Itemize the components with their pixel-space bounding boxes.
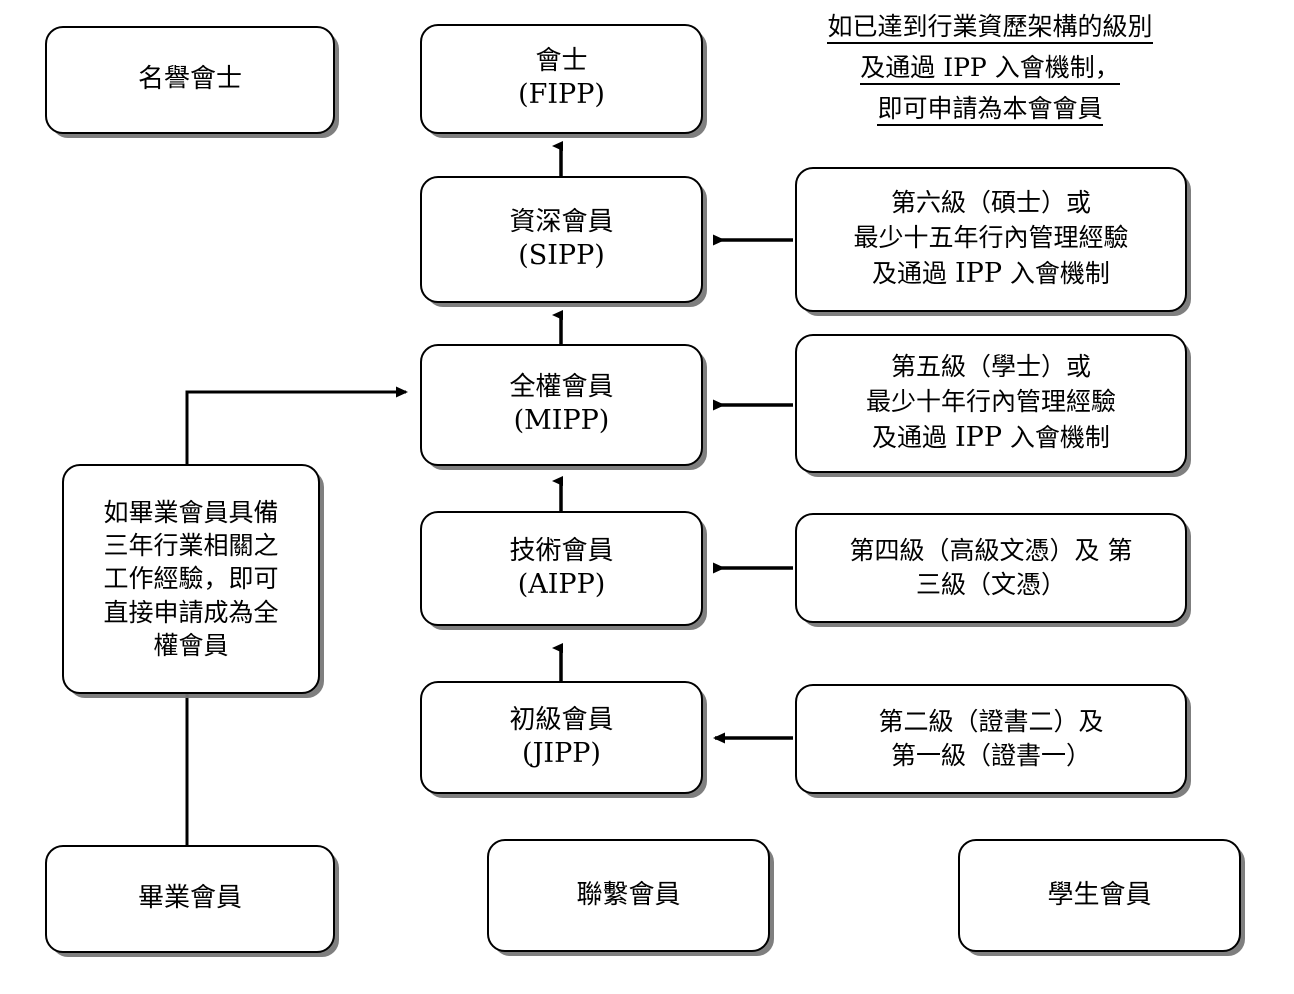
node-graduate-member-label: 畢業會員 xyxy=(137,883,242,914)
node-technical-member-label: 技術會員 (AIPP) xyxy=(509,535,614,600)
node-honorary-fellow[interactable]: 名譽會士 xyxy=(45,26,335,134)
node-technical-member[interactable]: 技術會員 (AIPP) xyxy=(420,511,703,626)
connector-note-to-full xyxy=(185,386,408,466)
node-req-level-two[interactable]: 第二級（證書二）及 第一級（證書一） xyxy=(795,684,1187,794)
node-fellow-label: 會士 (FIPP) xyxy=(518,46,605,111)
node-full-member[interactable]: 全權會員 (MIPP) xyxy=(420,344,703,466)
node-graduate-note[interactable]: 如畢業會員具備 三年行業相關之 工作經驗，即可 直接申請成為全 權會員 xyxy=(62,464,320,694)
node-full-member-label: 全權會員 (MIPP) xyxy=(509,372,614,437)
node-req-level-four-label: 第四級（高級文憑）及 第 三級（文憑） xyxy=(849,535,1133,600)
node-senior-member[interactable]: 資深會員 (SIPP) xyxy=(420,176,703,303)
node-affiliate-member[interactable]: 聯繫會員 xyxy=(487,839,770,952)
caption-line-2: 及通過 IPP 入會機制， xyxy=(860,55,1120,85)
eligibility-caption: 如已達到行業資歷架構的級別 及通過 IPP 入會機制， 即可申請為本會會員 xyxy=(780,14,1200,137)
node-senior-member-label: 資深會員 (SIPP) xyxy=(509,206,614,271)
node-graduate-member[interactable]: 畢業會員 xyxy=(45,845,335,953)
node-honorary-fellow-label: 名譽會士 xyxy=(137,64,242,95)
caption-line-3: 即可申請為本會會員 xyxy=(877,96,1103,126)
node-junior-member[interactable]: 初級會員 (JIPP) xyxy=(420,681,703,794)
caption-line-1: 如已達到行業資歷架構的級別 xyxy=(827,14,1153,44)
node-fellow[interactable]: 會士 (FIPP) xyxy=(420,24,703,134)
node-req-level-five[interactable]: 第五級（學士）或 最少十年行內管理經驗 及通過 IPP 入會機制 xyxy=(795,334,1187,473)
node-req-level-five-label: 第五級（學士）或 最少十年行內管理經驗 及通過 IPP 入會機制 xyxy=(865,352,1116,454)
node-junior-member-label: 初級會員 (JIPP) xyxy=(509,704,614,769)
node-student-member-label: 學生會員 xyxy=(1047,879,1152,910)
node-req-level-six-label: 第六級（碩士）或 最少十五年行內管理經驗 及通過 IPP 入會機制 xyxy=(853,188,1129,290)
node-req-level-six[interactable]: 第六級（碩士）或 最少十五年行內管理經驗 及通過 IPP 入會機制 xyxy=(795,167,1187,312)
node-graduate-note-label: 如畢業會員具備 三年行業相關之 工作經驗，即可 直接申請成為全 權會員 xyxy=(103,497,279,660)
node-student-member[interactable]: 學生會員 xyxy=(958,839,1241,952)
node-req-level-four[interactable]: 第四級（高級文憑）及 第 三級（文憑） xyxy=(795,513,1187,623)
node-req-level-two-label: 第二級（證書二）及 第一級（證書一） xyxy=(878,706,1104,771)
node-affiliate-member-label: 聯繫會員 xyxy=(576,879,681,910)
